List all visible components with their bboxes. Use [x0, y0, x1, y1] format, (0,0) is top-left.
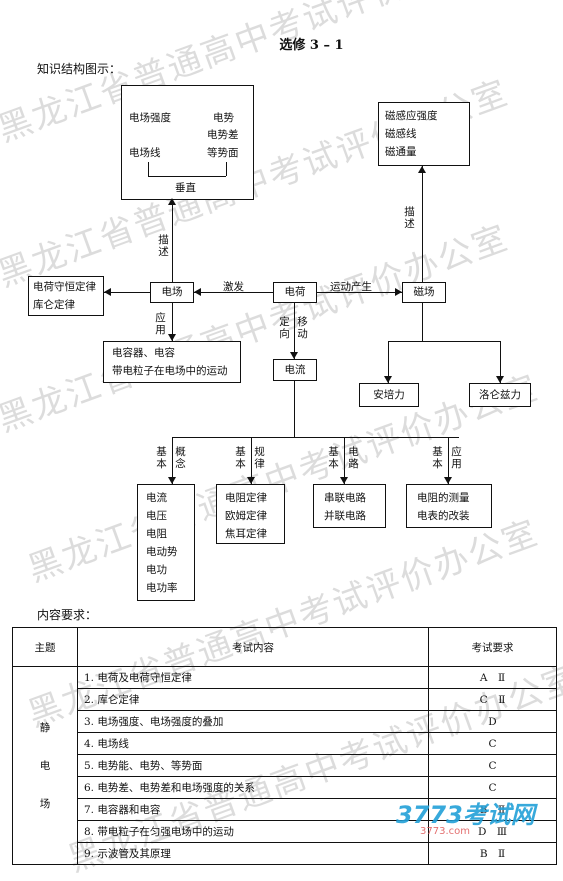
laws-box: 电阻定律 欧姆定律 焦耳定律 — [216, 484, 285, 544]
content-cell: 7. 电容器和电容 — [77, 798, 429, 821]
excite-label: 激发 — [223, 281, 244, 293]
capacitor-item-1: 电容器、电容 — [112, 347, 175, 359]
magnetic-field-node: 磁场 — [402, 282, 446, 303]
subject-char: 场 — [39, 797, 51, 810]
concept-item: 电动势 — [146, 546, 178, 558]
section-heading: 内容要求： — [37, 608, 98, 622]
content-cell: 1. 电荷及电荷守恒定律 — [77, 666, 429, 689]
magnetic-props-box: 磁感应强度 磁感线 磁通量 — [378, 102, 470, 166]
basic-app-label-b: 应用 — [451, 446, 462, 470]
requirement-cell: C Ⅱ — [428, 688, 557, 711]
circuit-item: 串联电路 — [324, 492, 366, 504]
capacitor-box: 电容器、电容 带电粒子在电场中的运动 — [103, 341, 241, 383]
coulomb-law: 库仑定律 — [33, 299, 75, 311]
magnetic-prop-1: 磁感应强度 — [385, 110, 438, 122]
requirement-cell: C — [428, 754, 557, 777]
requirement-cell: B Ⅱ — [428, 842, 557, 865]
basic-concept-label-b: 概念 — [175, 446, 186, 470]
concept-item: 电阻 — [146, 528, 167, 540]
basic-concept-label-a: 基本 — [156, 446, 167, 470]
concepts-box: 电流 电压 电阻 电动势 电功 电功率 — [137, 484, 195, 601]
table-header-row: 主题 考试内容 考试要求 — [12, 627, 557, 667]
page-title: 选修 3 – 1 — [279, 38, 344, 53]
subject-char: 电 — [39, 759, 51, 772]
subject-char: 静 — [39, 721, 51, 734]
basic-circuit-label-b: 电路 — [348, 446, 359, 470]
potential-prop-2: 电势差 — [207, 129, 239, 141]
requirement-cell: A Ⅱ — [428, 666, 557, 689]
header-subject: 主题 — [12, 627, 78, 667]
circuit-item: 并联电路 — [324, 510, 366, 522]
requirement-cell: C — [428, 732, 557, 755]
watermark: 黑龙江省普通高中考试评价办公室 — [0, 72, 514, 296]
section-heading: 知识结构图示： — [37, 62, 122, 76]
lorentz-force-box: 洛仑兹力 — [469, 383, 531, 407]
magnetic-prop-2: 磁感线 — [385, 128, 417, 140]
law-item: 焦耳定律 — [225, 528, 267, 540]
basic-law-label-b: 规律 — [254, 446, 265, 470]
site-logo: 3773考试网 — [396, 801, 535, 829]
ampere-force-box: 安培力 — [359, 383, 419, 407]
electric-field-node: 电场 — [150, 282, 194, 303]
requirements-table: 主题 考试内容 考试要求 静 电 场 1. 电荷及电荷守恒定律 A Ⅱ 2. 库… — [12, 627, 557, 865]
field-potential-box — [121, 85, 254, 200]
content-cell: 3. 电场强度、电场强度的叠加 — [77, 710, 429, 733]
perpendicular-label: 垂直 — [175, 182, 196, 194]
watermark: 黑龙江省普通高中考试评价办公室 — [22, 367, 544, 591]
watermark: 黑龙江省普通高中考试评价办公室 — [0, 217, 514, 441]
application-label: 应用 — [155, 312, 166, 336]
move-label: 移动 — [297, 316, 308, 340]
header-content: 考试内容 — [77, 627, 429, 667]
conservation-box: 电荷守恒定律 库仑定律 — [28, 276, 104, 316]
motion-produce-label: 运动产生 — [330, 281, 372, 293]
field-prop-strength: 电场强度 — [129, 112, 171, 124]
content-cell: 8. 带电粒子在匀强电场中的运动 — [77, 820, 429, 843]
describe-left-label: 描述 — [158, 234, 169, 258]
subject-cell: 静 电 场 — [12, 666, 78, 865]
basic-app-label-a: 基本 — [432, 446, 443, 470]
circuits-box: 串联电路 并联电路 — [313, 484, 386, 528]
capacitor-item-2: 带电粒子在电场中的运动 — [112, 365, 228, 377]
table-row: 静 电 场 1. 电荷及电荷守恒定律 A Ⅱ — [12, 666, 557, 865]
site-logo-url: 3773.com — [420, 826, 470, 837]
content-cell: 5. 电势能、电势、等势面 — [77, 754, 429, 777]
requirement-cell: D — [428, 710, 557, 733]
applications-box: 电阻的测量 电表的改装 — [406, 484, 492, 528]
concept-item: 电功率 — [146, 582, 178, 594]
basic-circuit-label-a: 基本 — [328, 446, 339, 470]
application-item: 电阻的测量 — [417, 492, 470, 504]
field-prop-lines: 电场线 — [129, 147, 161, 159]
potential-prop-3: 等势面 — [207, 147, 239, 159]
content-cell: 6. 电势差、电势差和电场强度的关系 — [77, 776, 429, 799]
application-item: 电表的改装 — [417, 510, 470, 522]
law-item: 电阻定律 — [225, 492, 267, 504]
current-node: 电流 — [273, 359, 317, 381]
conservation-law: 电荷守恒定律 — [33, 281, 96, 293]
concept-item: 电流 — [146, 492, 167, 504]
directional-label: 定向 — [279, 316, 290, 340]
charge-node: 电荷 — [273, 282, 317, 303]
concept-item: 电功 — [146, 564, 167, 576]
content-cell: 2. 库仑定律 — [77, 688, 429, 711]
header-requirement: 考试要求 — [428, 627, 557, 667]
law-item: 欧姆定律 — [225, 510, 267, 522]
magnetic-prop-3: 磁通量 — [385, 146, 417, 158]
basic-law-label-a: 基本 — [235, 446, 246, 470]
potential-prop-1: 电势 — [213, 112, 234, 124]
describe-right-label: 描述 — [404, 206, 415, 230]
content-cell: 9. 示波管及其原理 — [77, 842, 429, 865]
concept-item: 电压 — [146, 510, 167, 522]
content-cell: 4. 电场线 — [77, 732, 429, 755]
